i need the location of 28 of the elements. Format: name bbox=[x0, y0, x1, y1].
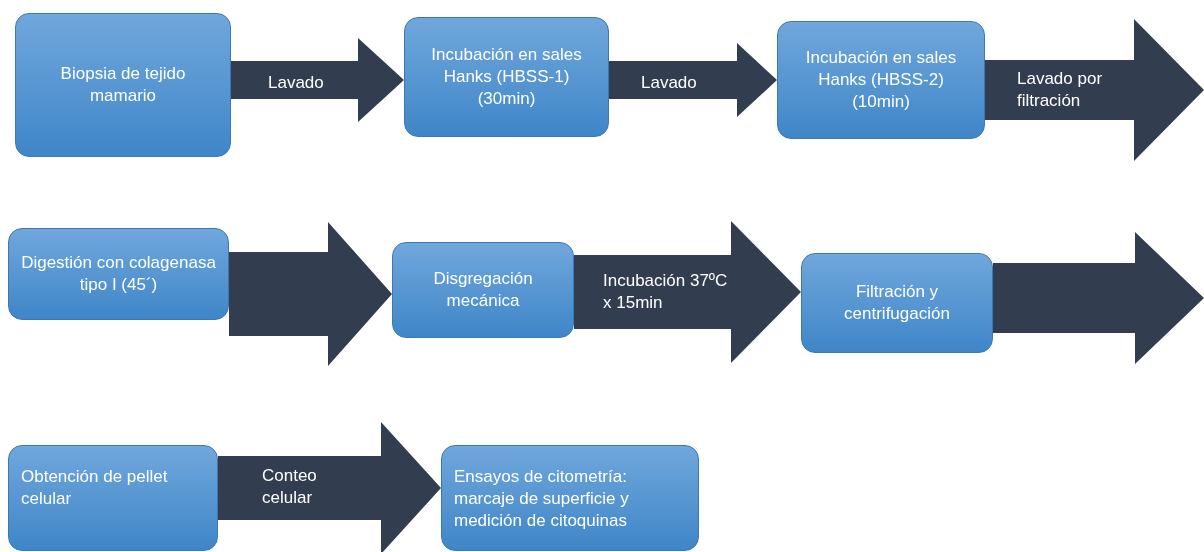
step-text: Incubación en sales Hanks (HBSS-1) (30min) bbox=[430, 44, 583, 110]
step-text: Filtración y centrifugación bbox=[843, 281, 951, 325]
edge-label: Lavado bbox=[641, 72, 698, 94]
block-arrow bbox=[993, 232, 1204, 364]
process-box bbox=[392, 242, 574, 338]
block-arrow bbox=[574, 221, 801, 363]
process-box bbox=[8, 445, 218, 551]
process-box bbox=[8, 228, 229, 320]
process-box bbox=[801, 253, 993, 353]
step-text: Disgregación mecánica bbox=[432, 268, 534, 312]
block-arrow bbox=[985, 19, 1204, 161]
edge-label: Lavado bbox=[268, 72, 325, 94]
block-arrow bbox=[229, 222, 392, 366]
process-box bbox=[441, 445, 699, 551]
step-text: Biopsia de tejido mamario bbox=[59, 63, 187, 107]
block-arrow bbox=[231, 38, 404, 122]
edge-label: Incubación 37ºC x 15min bbox=[603, 270, 729, 314]
block-arrow bbox=[609, 43, 777, 117]
block-arrow bbox=[218, 422, 441, 552]
process-box bbox=[777, 21, 985, 139]
step-text: Obtención de pellet celular bbox=[21, 466, 169, 510]
step-text: Digestión con colagenasa tipo I (45´) bbox=[21, 252, 216, 296]
step-text: Incubación en sales Hanks (HBSS-2) (10min) bbox=[804, 47, 958, 113]
edge-label: Conteo celular bbox=[262, 465, 318, 509]
process-box bbox=[15, 13, 231, 157]
process-box bbox=[404, 17, 609, 137]
edge-label: Lavado por filtración bbox=[1017, 68, 1104, 112]
step-text: Ensayos de citometría: marcaje de superficie y medición de citoquinas bbox=[454, 466, 630, 532]
